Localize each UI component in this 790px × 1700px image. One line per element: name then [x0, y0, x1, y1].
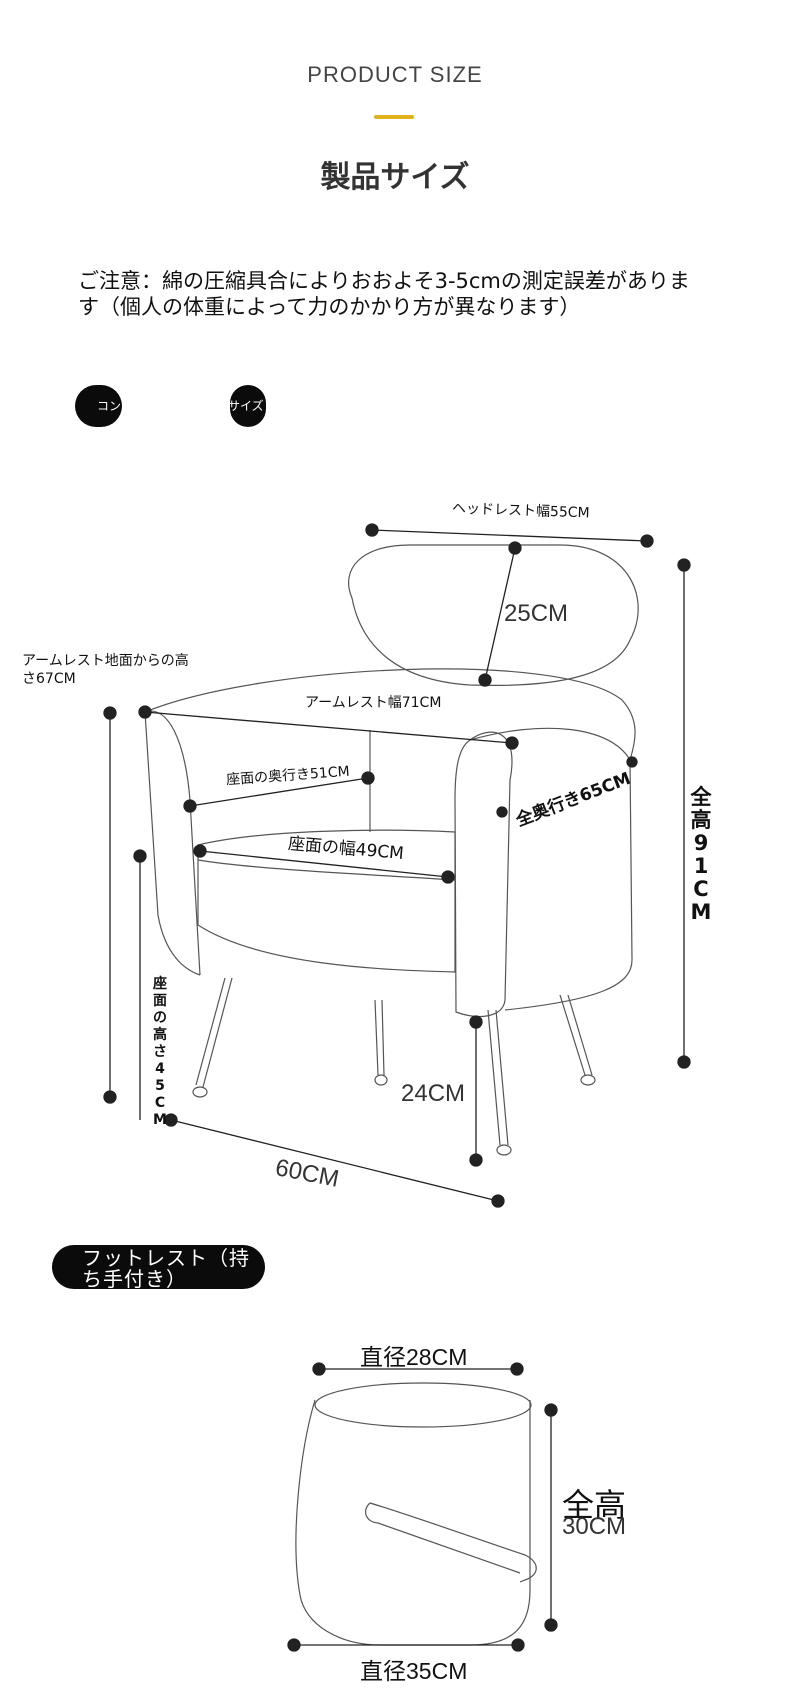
leg-foot	[496, 1144, 512, 1156]
footrest-section-label[interactable]: フットレスト（持ち手付き）	[52, 1245, 265, 1289]
accent-divider	[374, 115, 414, 119]
footrest-height-label: 全高	[562, 1487, 627, 1523]
armrest-height-label: アームレスト地面からの高さ67CM	[22, 653, 189, 687]
dim-depth	[170, 1119, 499, 1202]
seat-outline	[197, 829, 456, 973]
leg-front-right	[487, 1009, 509, 1146]
dim-headrest-width	[371, 529, 648, 542]
leg-foot	[580, 1074, 596, 1086]
dim-headrest-height	[484, 547, 516, 681]
measurement-notice: ご注意：綿の圧縮具合によりおおよそ3-5cmの測定誤差があります（個人の体重によ…	[78, 269, 690, 319]
headrest-outline	[348, 544, 639, 686]
dim-seat-width	[199, 850, 449, 878]
seat-height-label: 座 面 の 高 さ 4 5 C M	[153, 976, 167, 1128]
tab-con[interactable]: コン	[75, 385, 122, 427]
left-arm-outline	[144, 710, 201, 976]
headrest-height-label: 25CM	[504, 600, 569, 627]
footrest-height-value: 30CM	[562, 1513, 627, 1540]
leg-foot	[192, 1086, 208, 1098]
footrest-handle	[364, 1502, 537, 1583]
footrest-top	[314, 1382, 532, 1428]
total-height-label: 全 高 9 1 C M	[690, 785, 712, 924]
leg-foot	[374, 1074, 388, 1086]
page-subtitle: PRODUCT SIZE	[307, 62, 483, 87]
dim-armrest-width	[144, 711, 513, 744]
page-title: 製品サイズ	[320, 160, 470, 195]
leg-back-right	[559, 994, 593, 1076]
armrest-width-label: アームレスト幅71CM	[305, 695, 442, 711]
leg-back-left	[374, 999, 385, 1076]
dim-seat-depth	[189, 777, 369, 807]
chair-back-outline	[144, 668, 636, 761]
tab-size[interactable]: サイズ	[230, 385, 266, 427]
footrest-outline	[295, 1399, 531, 1646]
leg-height-label: 24CM	[401, 1080, 466, 1107]
leg-front-left	[195, 977, 233, 1088]
footrest-bottom-diameter-label: 直径35CM	[360, 1658, 468, 1684]
footrest-top-diameter-label: 直径28CM	[360, 1344, 468, 1370]
